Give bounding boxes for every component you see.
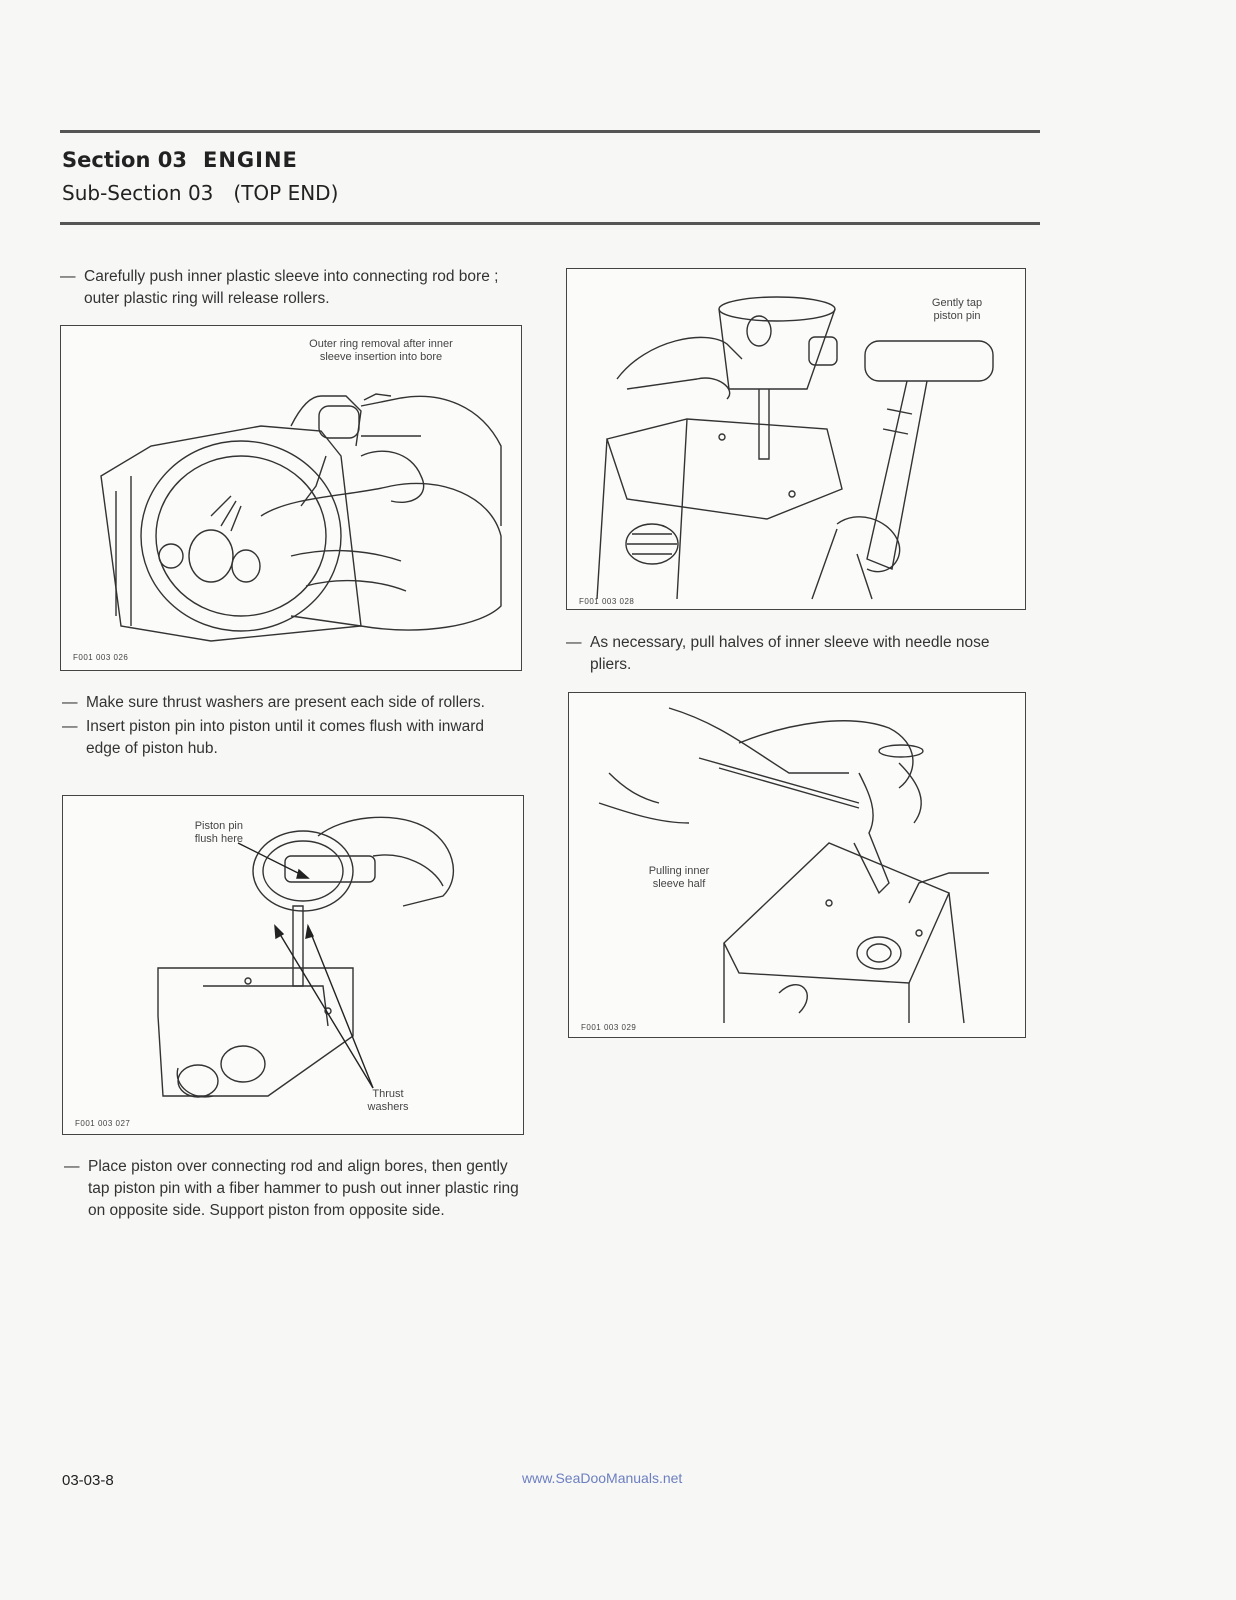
figure-pull-sleeve-half: Pulling inner sleeve half F001 003 029: [568, 692, 1026, 1038]
figure-tap-piston-pin: Gently tap piston pin F001 003 028: [566, 268, 1026, 610]
figure-code: F001 003 026: [73, 653, 129, 662]
piston-illustration: [157, 816, 454, 1098]
callout-pulling-inner-sleeve: Pulling inner sleeve half: [648, 865, 710, 890]
figure-code: F001 003 027: [75, 1119, 131, 1128]
step-place-piston: — Place piston over connecting rod and al…: [64, 1156, 522, 1222]
subsection-title: Sub-Section 03 (TOP END): [62, 181, 338, 205]
section-title: Section 03 ENGINE: [62, 148, 298, 172]
footer-url-link[interactable]: www.SeaDooManuals.net: [522, 1470, 683, 1486]
bullet-dash: —: [60, 268, 76, 285]
callout-thrust-washers: Thrust washers: [367, 1088, 409, 1113]
step-thrust-washers: — Make sure thrust washers are present ea…: [62, 692, 520, 760]
figure-outer-ring-removal: Outer ring removal after inner sleeve in…: [60, 325, 522, 671]
figure-piston-pin-flush: Piston pin flush here Thrust washers F00…: [62, 795, 524, 1135]
step-text: Carefully push inner plastic sleeve into…: [84, 268, 499, 307]
engine-illustration: [100, 393, 502, 642]
bullet-dash: —: [64, 1158, 80, 1175]
hammer-illustration: [596, 296, 994, 600]
step-text: Insert piston pin into piston until it c…: [86, 718, 485, 757]
step-text: As necessary, pull halves of inner sleev…: [590, 634, 990, 673]
callout-gently-tap: Gently tap piston pin: [931, 297, 983, 322]
callout-piston-pin-flush: Piston pin flush here: [194, 820, 243, 845]
figure-code: F001 003 029: [581, 1023, 637, 1032]
bullet-dash: —: [62, 694, 78, 711]
step-pull-inner-sleeve: — As necessary, pull halves of inner slee…: [566, 632, 1024, 676]
bullet-dash: —: [566, 634, 582, 651]
header-bottom-rule: [60, 222, 1040, 225]
figure-code: F001 003 028: [579, 597, 635, 606]
bullet-dash: —: [62, 718, 78, 735]
callout-outer-ring-removal: Outer ring removal after inner sleeve in…: [309, 338, 453, 363]
subsection-name: (TOP END): [233, 181, 339, 205]
section-number: Section 03: [62, 148, 187, 172]
subsection-number: Sub-Section 03: [62, 181, 214, 205]
step-text: Make sure thrust washers are present eac…: [86, 694, 485, 711]
header-top-rule: [60, 130, 1040, 133]
section-name: ENGINE: [202, 148, 298, 172]
pliers-illustration: [598, 707, 989, 1024]
step-push-inner-sleeve: — Carefully push inner plastic sleeve int…: [60, 266, 520, 310]
step-text: Place piston over connecting rod and ali…: [88, 1158, 519, 1219]
page-number: 03-03-8: [62, 1472, 114, 1489]
